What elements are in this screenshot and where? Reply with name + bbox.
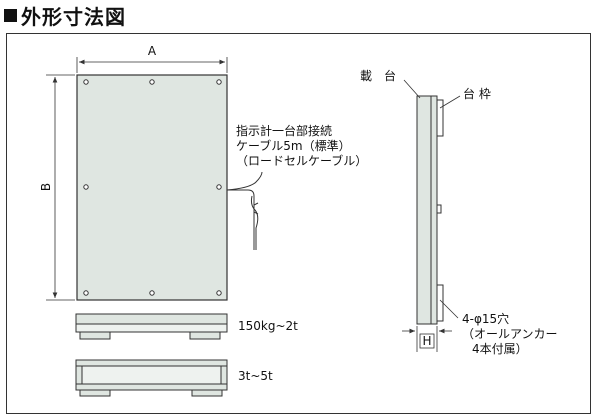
dimension-h-label: H xyxy=(422,334,431,348)
side-view xyxy=(416,95,444,325)
hole-label-line1: 4-φ15穴 xyxy=(462,311,509,326)
dimension-a-label: A xyxy=(148,44,157,58)
platform-leader xyxy=(403,79,421,99)
hole-label-line2: （オールアンカー xyxy=(462,327,558,341)
dimension-b-label: B xyxy=(39,183,53,191)
hole-leader xyxy=(439,299,459,319)
dimension-b: B xyxy=(39,74,75,301)
model-small-label: 150kg~2t xyxy=(238,319,298,333)
model-large-label: 3t~5t xyxy=(238,369,273,383)
heading: 外形寸法図 xyxy=(4,2,126,29)
front-view-small xyxy=(75,313,228,340)
cable-note-line2: ケーブル5m（標準） xyxy=(236,138,351,153)
top-view xyxy=(76,74,263,301)
dimension-a: A xyxy=(76,44,228,73)
hole-label-line3: 4本付属） xyxy=(472,342,528,356)
cable-note-line3: （ロードセルケーブル） xyxy=(236,153,367,168)
platform-plate xyxy=(76,74,228,301)
plate-bolt-holes xyxy=(83,79,222,296)
side-view-frame xyxy=(416,95,438,325)
platform-label: 載 台 xyxy=(360,68,396,83)
front-view-large xyxy=(75,359,228,397)
dimension-h: H xyxy=(402,326,452,352)
diagram-frame xyxy=(6,33,591,414)
cable-note-line1: 指示計一台部接続 xyxy=(236,123,332,138)
load-cell-cable xyxy=(226,171,263,250)
frame-leader xyxy=(439,95,461,109)
frame-label: 台 枠 xyxy=(463,86,491,101)
heading-square-icon xyxy=(4,8,17,22)
heading-title: 外形寸法図 xyxy=(21,4,126,29)
